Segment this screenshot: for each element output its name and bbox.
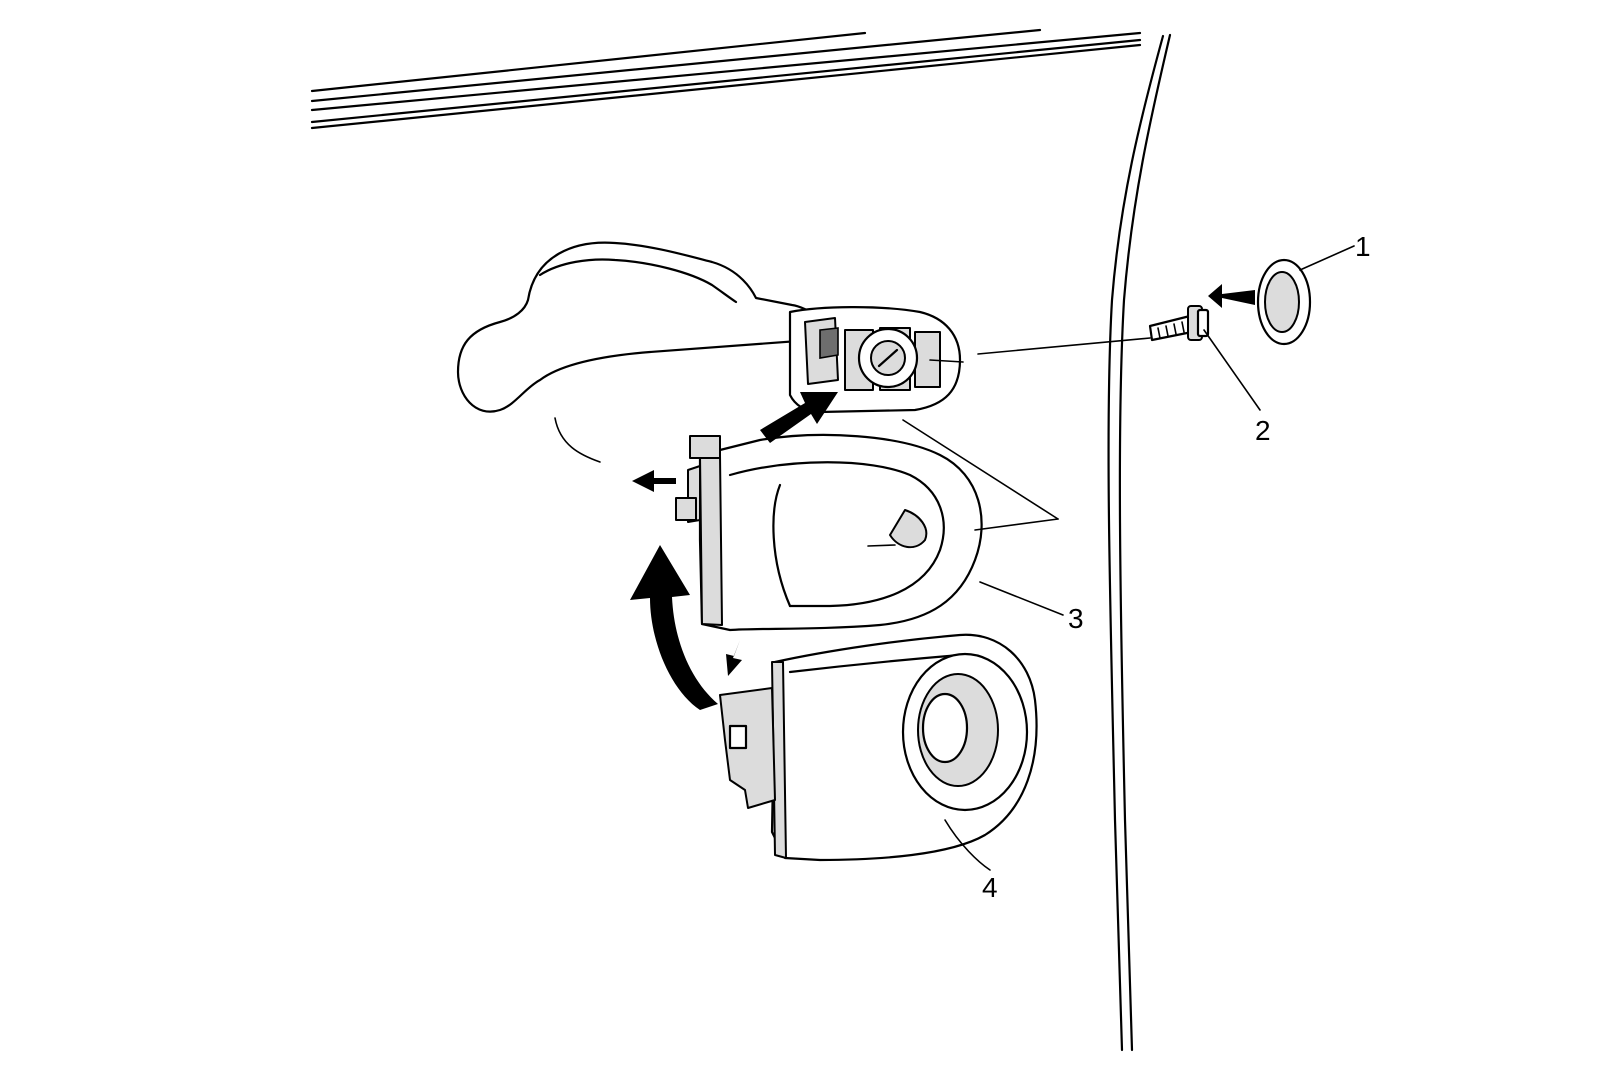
bolt (1148, 305, 1261, 411)
arrow-plug-removal (1208, 284, 1255, 308)
door-rear-edge (1107, 33, 1172, 1052)
direction-arrows (630, 284, 1255, 710)
callout-2: 2 (1255, 415, 1271, 446)
plug (1256, 245, 1355, 346)
handle-bracket-housing (788, 306, 1151, 414)
door-belt-molding (310, 28, 1142, 130)
callouts: 1 2 3 4 (982, 231, 1371, 903)
callout-1: 1 (1355, 231, 1371, 262)
handle-bezel (675, 419, 1064, 632)
arrow-rotate-up (630, 545, 718, 710)
arrow-handle-disengage (760, 392, 838, 443)
callout-3: 3 (1068, 603, 1084, 634)
callout-4: 4 (982, 872, 998, 903)
arrow-bezel-left (632, 470, 676, 492)
door-handle (456, 241, 814, 463)
lock-cylinder-cap (719, 633, 1038, 871)
arrow-cap-down (726, 640, 742, 676)
